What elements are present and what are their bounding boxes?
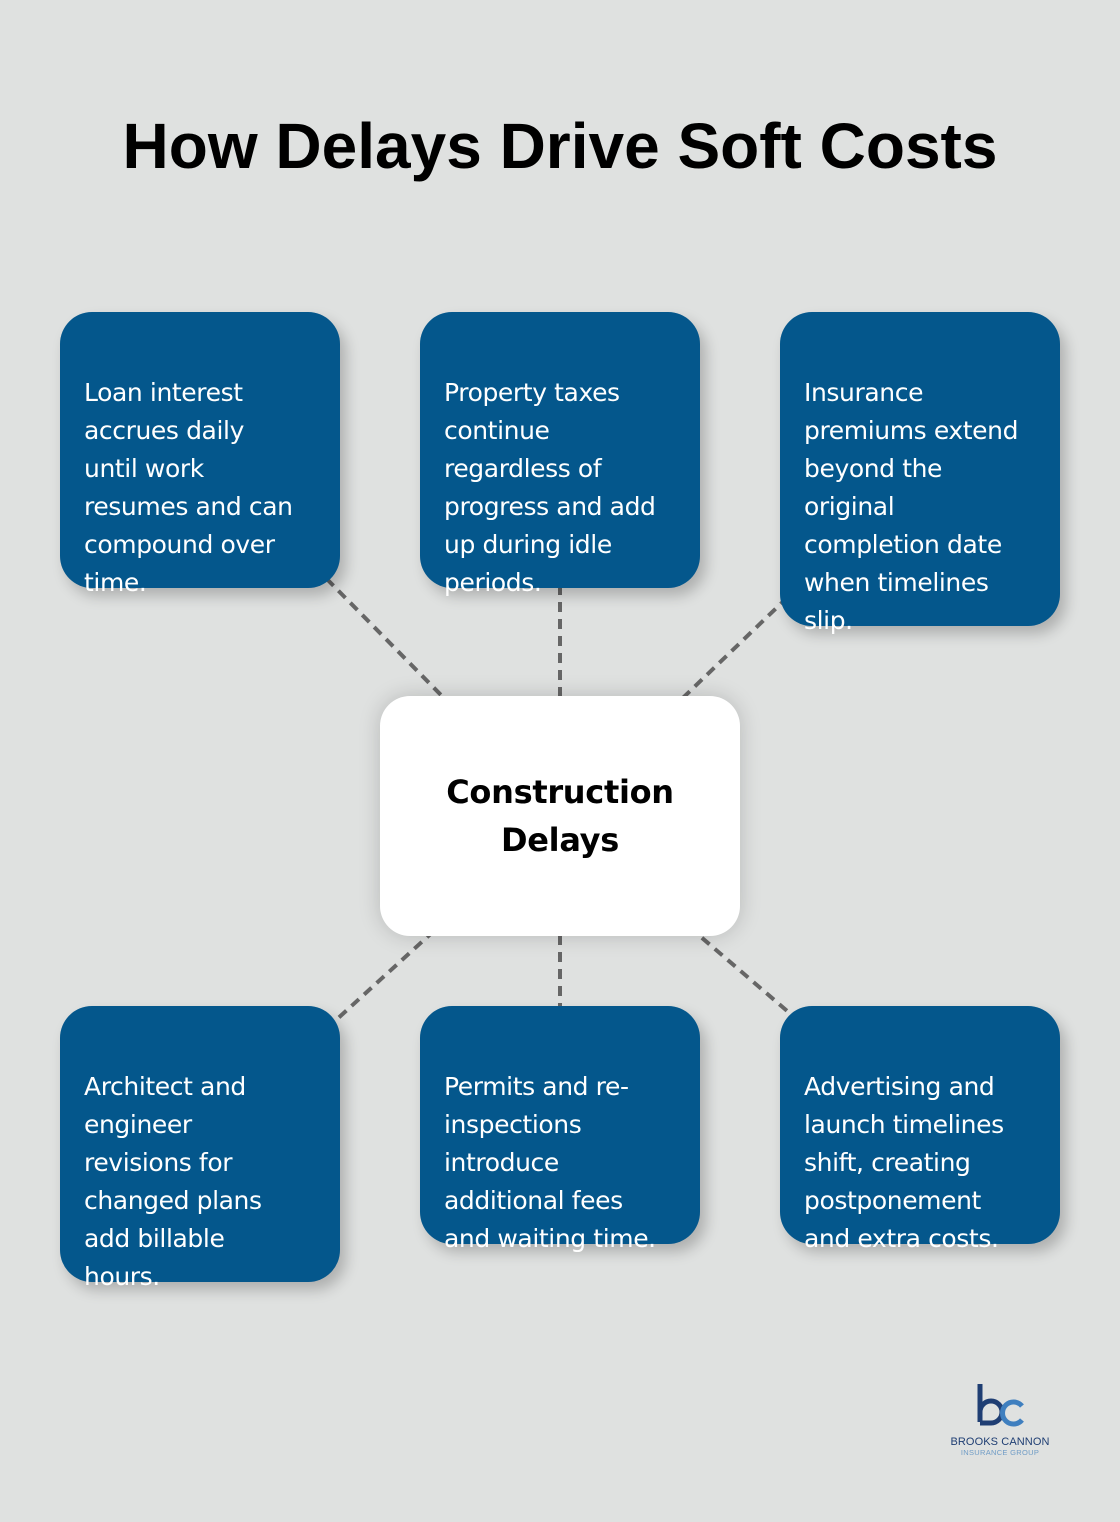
logo-subtitle: INSURANCE GROUP <box>960 1448 1040 1457</box>
brooks-cannon-logo: BROOKS CANNON INSURANCE GROUP <box>942 1382 1058 1462</box>
soft-cost-card-advertising: Advertising and launch timelines shift, … <box>780 1006 1060 1253</box>
card-text: Advertising and launch timelines shift, … <box>804 1072 1004 1253</box>
soft-cost-card-property-taxes: Property taxes continue regardless of pr… <box>420 312 700 597</box>
soft-cost-card-permits: Permits and re- inspections introduce ad… <box>420 1006 700 1253</box>
page-title: How Delays Drive Soft Costs <box>122 110 998 182</box>
soft-cost-card-loan-interest: Loan interest accrues daily until work r… <box>60 312 340 597</box>
card-text: Architect and engineer revisions for cha… <box>84 1072 262 1291</box>
center-node-construction-delays: Construction Delays <box>380 696 740 936</box>
bc-monogram-icon <box>977 1384 1024 1427</box>
card-text: Property taxes continue regardless of pr… <box>444 378 656 597</box>
soft-cost-card-architect-revisions: Architect and engineer revisions for cha… <box>60 1006 340 1291</box>
soft-cost-card-insurance-premiums: Insurance premiums extend beyond the ori… <box>780 312 1060 635</box>
card-text: Loan interest accrues daily until work r… <box>84 378 293 597</box>
center-label: Construction Delays <box>446 773 674 859</box>
card-text: Permits and re- inspections introduce ad… <box>444 1072 656 1253</box>
logo-name: BROOKS CANNON <box>950 1436 1050 1448</box>
card-text: Insurance premiums extend beyond the ori… <box>804 378 1019 635</box>
connector-to-card-4 <box>198 814 562 1146</box>
